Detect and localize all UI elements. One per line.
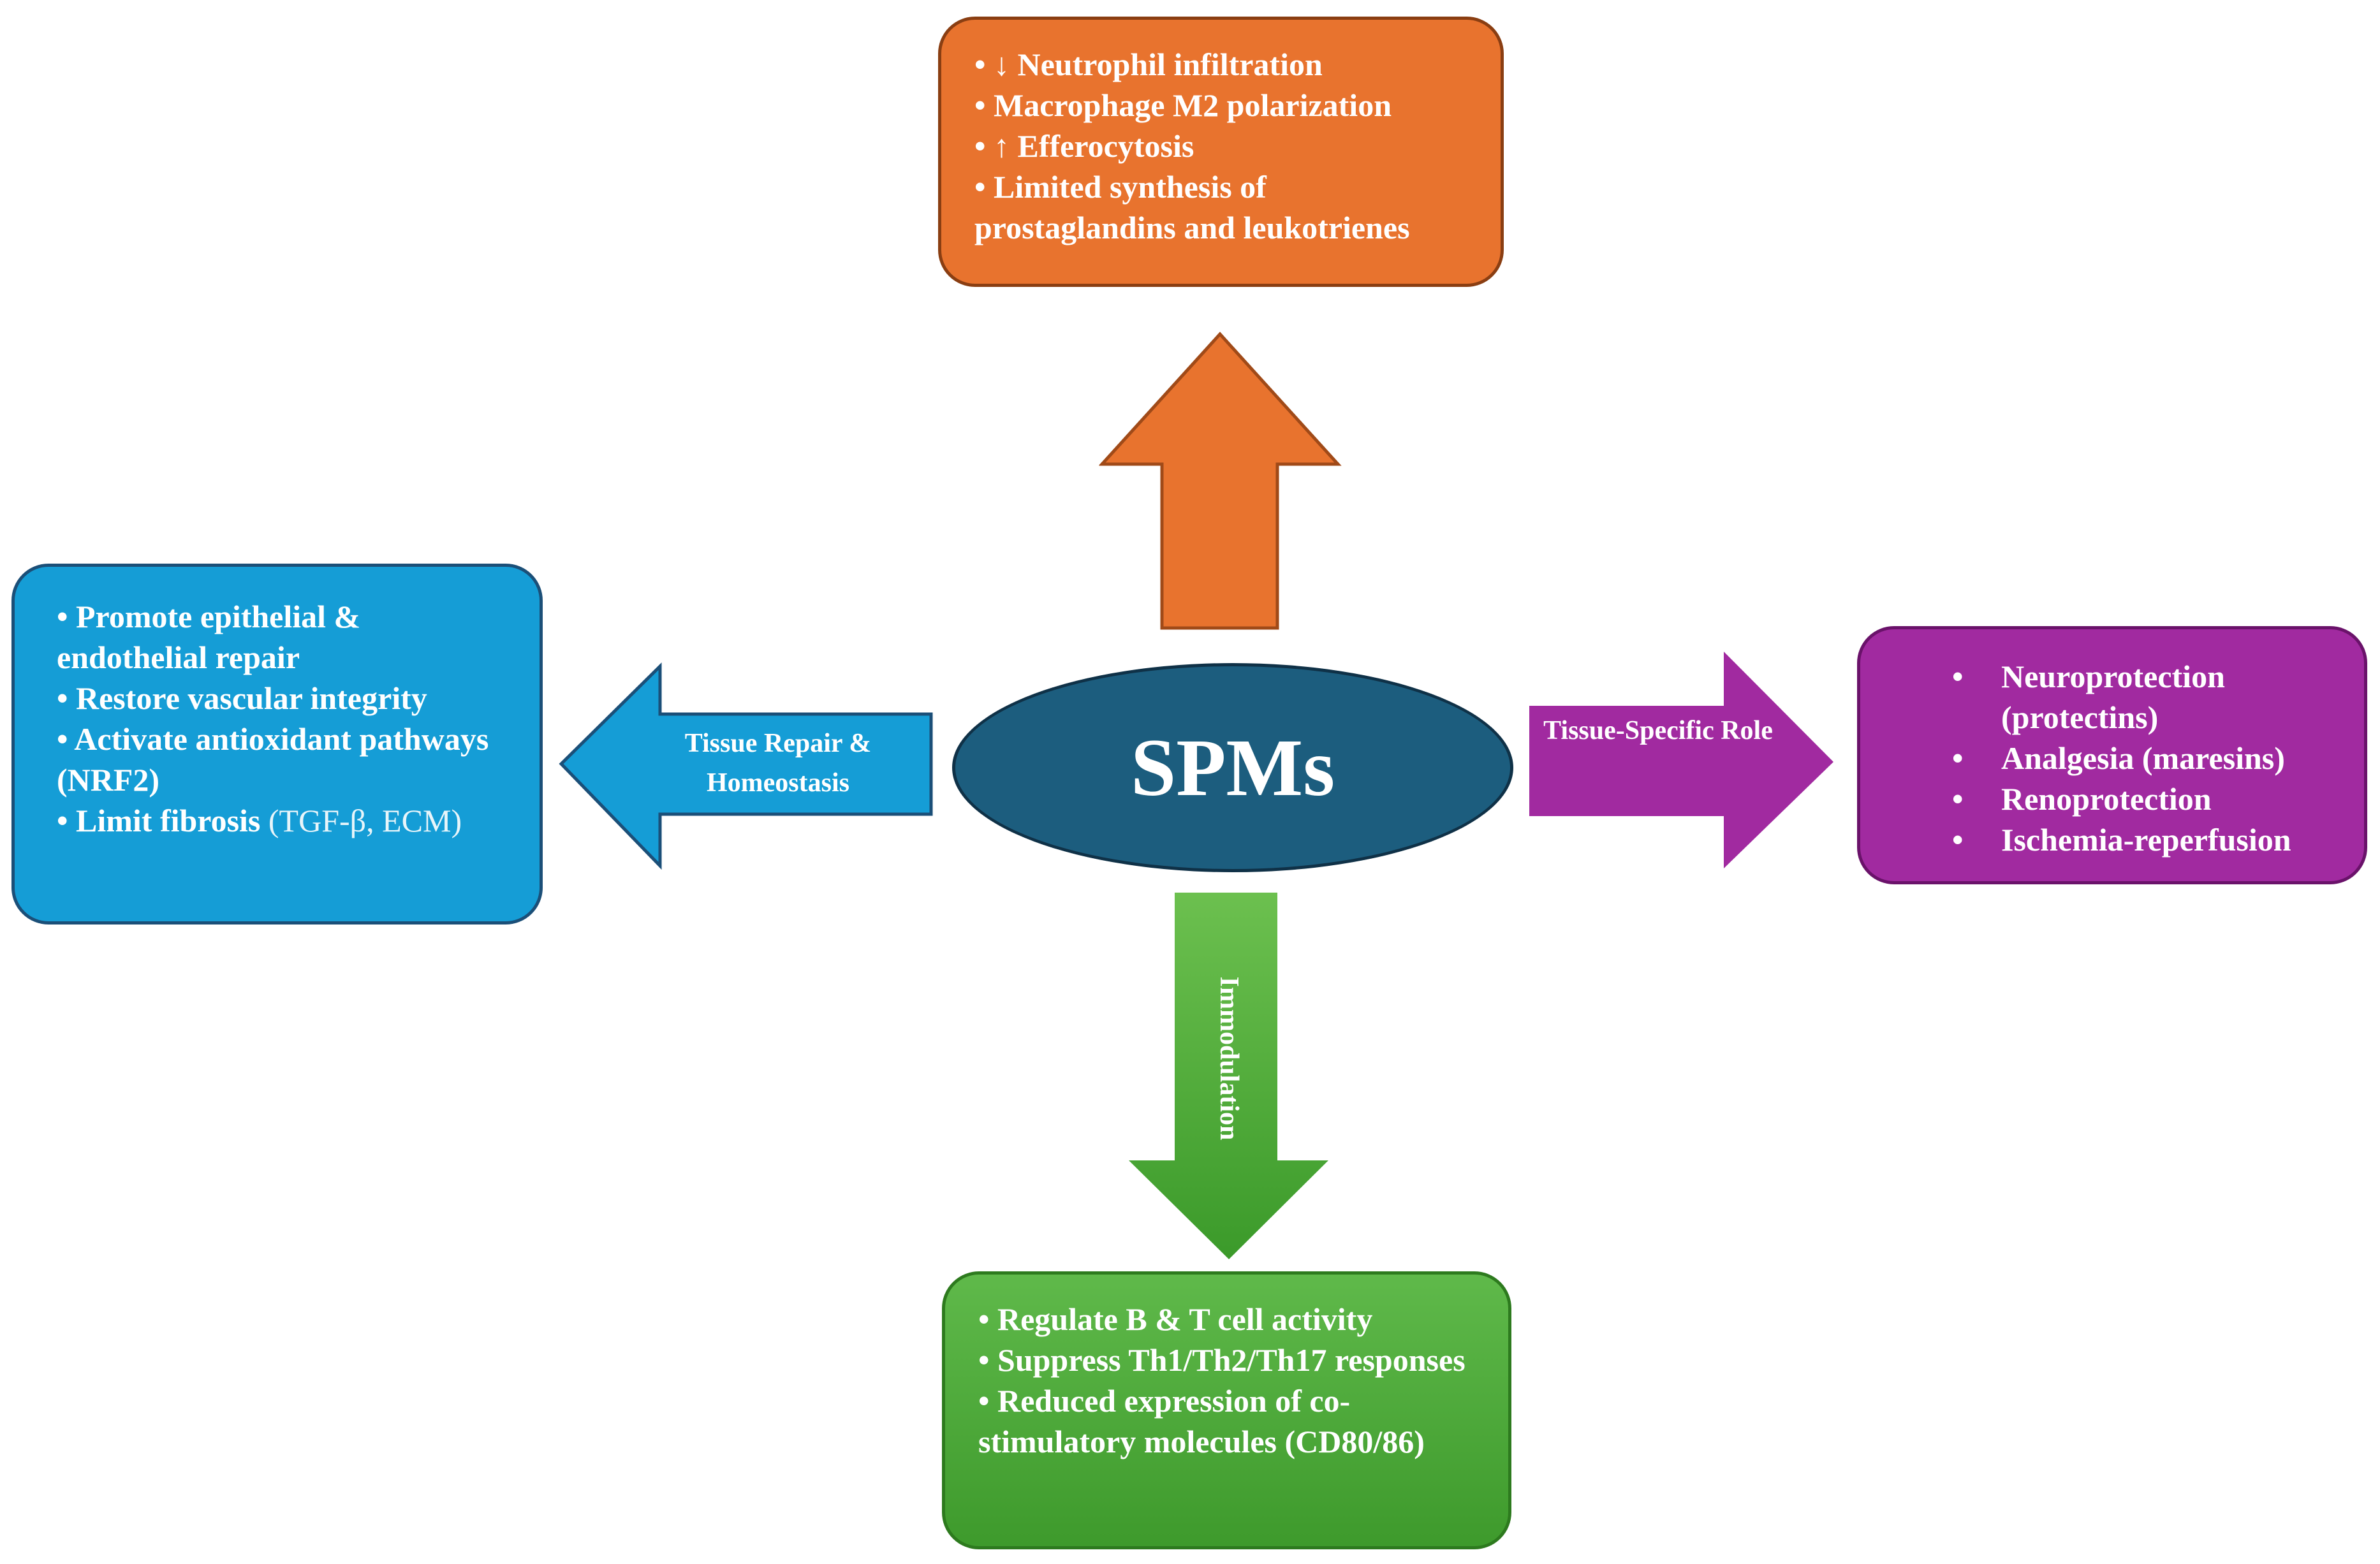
list-item-text: Ischemia-reperfusion — [2001, 822, 2291, 858]
spms-center-node: SPMs — [952, 663, 1513, 872]
right-arrow — [1529, 652, 1833, 868]
arrow-label-pro-resolving: Pro-resolving Actions — [1076, 406, 1105, 652]
list-item: • Activate antioxidant pathways (NRF2) — [57, 721, 489, 798]
tissue-specific-role-box: • Neuroprotection (protectins) • Analgesia… — [1857, 626, 2367, 884]
list-item: • Macrophage M2 polarization — [974, 87, 1392, 123]
tissue-repair-box: • Promote epithelial & endothelial repai… — [11, 564, 543, 925]
list-item: • Promote epithelial & endothelial repai… — [57, 599, 361, 675]
bullet: • — [1952, 659, 1964, 694]
list-item-text: Neuroprotection (protectins) — [2001, 659, 2225, 735]
list-item: • Restore vascular integrity — [57, 680, 427, 716]
list-item: • Neuroprotection (protectins) — [1860, 656, 2345, 738]
list-item-bold: • Limit fibrosis — [57, 803, 261, 838]
bullet: • — [1952, 781, 1964, 817]
down-arrow — [1129, 893, 1328, 1259]
list-item: • Analgesia (maresins) — [1860, 738, 2345, 778]
immodulation-box: • Regulate B & T cell activity • Suppres… — [942, 1271, 1511, 1549]
list-item: • Suppress Th1/Th2/Th17 responses — [978, 1342, 1465, 1378]
list-item: • Reduced expression of co-stimulatory m… — [978, 1383, 1425, 1459]
list-item: • ↓ Neutrophil infiltration — [974, 47, 1323, 82]
pro-resolving-actions-box: • ↓ Neutrophil infiltration • Macrophage… — [938, 17, 1504, 287]
arrow-label-tissue-repair: Tissue Repair & Homeostasis — [684, 729, 872, 798]
list-item-text: Renoprotection — [2001, 781, 2212, 817]
bullet: • — [1952, 822, 1964, 858]
list-item: • Regulate B & T cell activity — [978, 1301, 1373, 1337]
list-item: • Renoprotection — [1860, 778, 2345, 819]
left-arrow — [559, 662, 933, 870]
list-item: • Limit fibrosis (TGF-β, ECM) — [57, 800, 508, 841]
arrow-label-immodulation: Immodulation — [1214, 976, 1244, 1141]
list-item: • Ischemia-reperfusion — [1860, 819, 2345, 860]
up-arrow — [1098, 332, 1342, 630]
arrow-label-tissue-specific: Tissue-Specific Role — [1543, 716, 1773, 745]
list-item-detail: (TGF-β, ECM) — [268, 803, 462, 838]
list-item: • Limited synthesis of prostaglandins an… — [974, 169, 1410, 245]
list-item-text: Analgesia (maresins) — [2001, 740, 2285, 776]
center-label: SPMs — [1131, 722, 1335, 813]
list-item: • ↑ Efferocytosis — [974, 128, 1194, 164]
bullet: • — [1952, 740, 1964, 776]
